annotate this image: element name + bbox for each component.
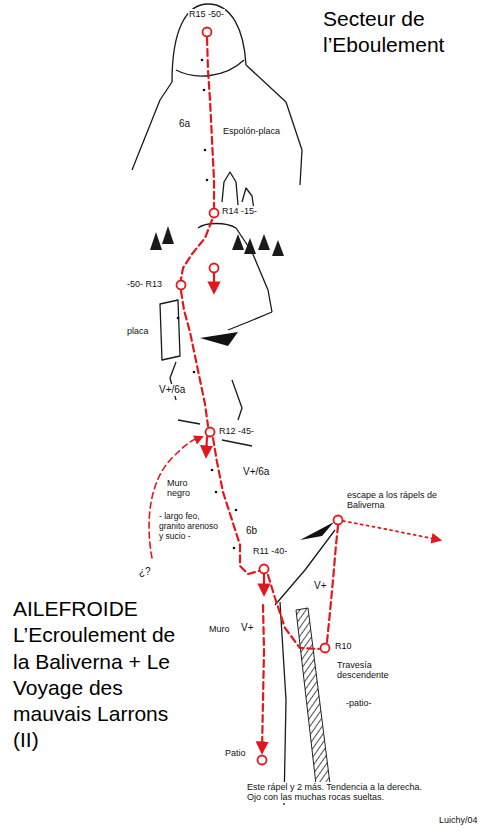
author-signature: Luichy/04: [438, 815, 479, 825]
rappel-note: Este rápel y 2 más. Tendencia a la derec…: [246, 782, 426, 803]
rappel-arrow: [263, 574, 265, 594]
bolt: [203, 89, 206, 92]
tree: [162, 226, 174, 244]
terrain-note: Patio: [224, 748, 247, 758]
terrain-note: - largo feo, granito arenoso y sucio -: [158, 512, 224, 541]
belay-station: [210, 209, 219, 218]
lower-pillar-top: [275, 530, 335, 605]
grade-label: V+: [313, 580, 328, 592]
bolt: [204, 149, 207, 152]
pillar-left-edge: [132, 82, 172, 170]
block-outline: [198, 224, 272, 313]
terrain-note: Muro negro: [166, 478, 208, 499]
ledge: [178, 420, 200, 424]
belay-label: R10: [334, 641, 353, 651]
trees: [150, 226, 284, 256]
summit-rim: [176, 60, 244, 76]
belay-label: R14 -15-: [221, 206, 258, 216]
route-title: AILEFROIDE L’Ecroulement de la Baliverna…: [12, 596, 192, 754]
grade-label: 6b: [245, 525, 258, 537]
route-line: [181, 220, 212, 279]
terrain-note: placa: [126, 326, 150, 336]
tree: [232, 234, 244, 250]
belay-label: R15 -50-: [188, 9, 225, 19]
terrain-note: Muro: [208, 624, 231, 634]
belay-label: -50- R13: [126, 279, 163, 289]
grade-label: V+/6a: [242, 466, 270, 478]
tree: [258, 234, 270, 250]
belay-station: [334, 516, 343, 525]
grade-label: 6a: [178, 118, 191, 130]
block-base: [228, 312, 272, 330]
belay-station: [206, 428, 215, 437]
belay-station: [203, 28, 212, 37]
escape-note: escape a los rápels de Baliverna: [346, 490, 468, 511]
belay-station: [258, 756, 267, 765]
route-line: [181, 291, 208, 426]
slab-outline: [160, 300, 180, 360]
traverse-note: Travesía descendente: [336, 660, 408, 681]
bolt: [233, 547, 236, 550]
ledge: [222, 440, 252, 446]
rappel-arrow: [206, 437, 207, 456]
terrain-note: -patio-: [345, 698, 373, 708]
route-line: [327, 526, 338, 642]
tree: [244, 238, 256, 254]
bolt: [206, 179, 209, 182]
belay-label: R12 -45-: [218, 426, 255, 436]
rock-outline: [132, 4, 335, 805]
belays: [177, 28, 343, 765]
bolt: [215, 491, 218, 494]
bolt: [201, 59, 204, 62]
belay-station: [321, 644, 330, 653]
route: [149, 38, 440, 752]
tree: [150, 232, 162, 250]
sector-name: Secteur de l’Eboulement: [322, 6, 492, 59]
question-mark: ¿?: [138, 566, 152, 578]
bolt: [235, 509, 238, 512]
overhang-wedge: [300, 522, 334, 540]
traverse-line: [268, 575, 319, 649]
route-line: [207, 38, 214, 207]
overhang-wedge: [200, 332, 238, 346]
crack: [232, 380, 242, 420]
pinnacle: [222, 172, 238, 205]
terrain-note: Espolón-placa: [222, 126, 281, 136]
grade-label: V+/6a: [158, 384, 186, 396]
tree: [272, 240, 284, 256]
bolt: [193, 371, 196, 374]
bolt: [211, 469, 214, 472]
summit-cap: [172, 4, 246, 82]
grade-label: V+: [240, 622, 255, 634]
rappel-line: [262, 605, 264, 752]
rappel-arrow: [213, 273, 215, 292]
belay-label: R11 -40-: [252, 546, 288, 556]
pillar-right-edge: [246, 65, 302, 185]
belay-station: [210, 264, 219, 273]
lower-pillar-edge: [280, 602, 286, 805]
escape-line: [343, 521, 440, 540]
belay-station: [177, 281, 186, 290]
belay-station: [260, 565, 269, 574]
bolt: [177, 317, 180, 320]
